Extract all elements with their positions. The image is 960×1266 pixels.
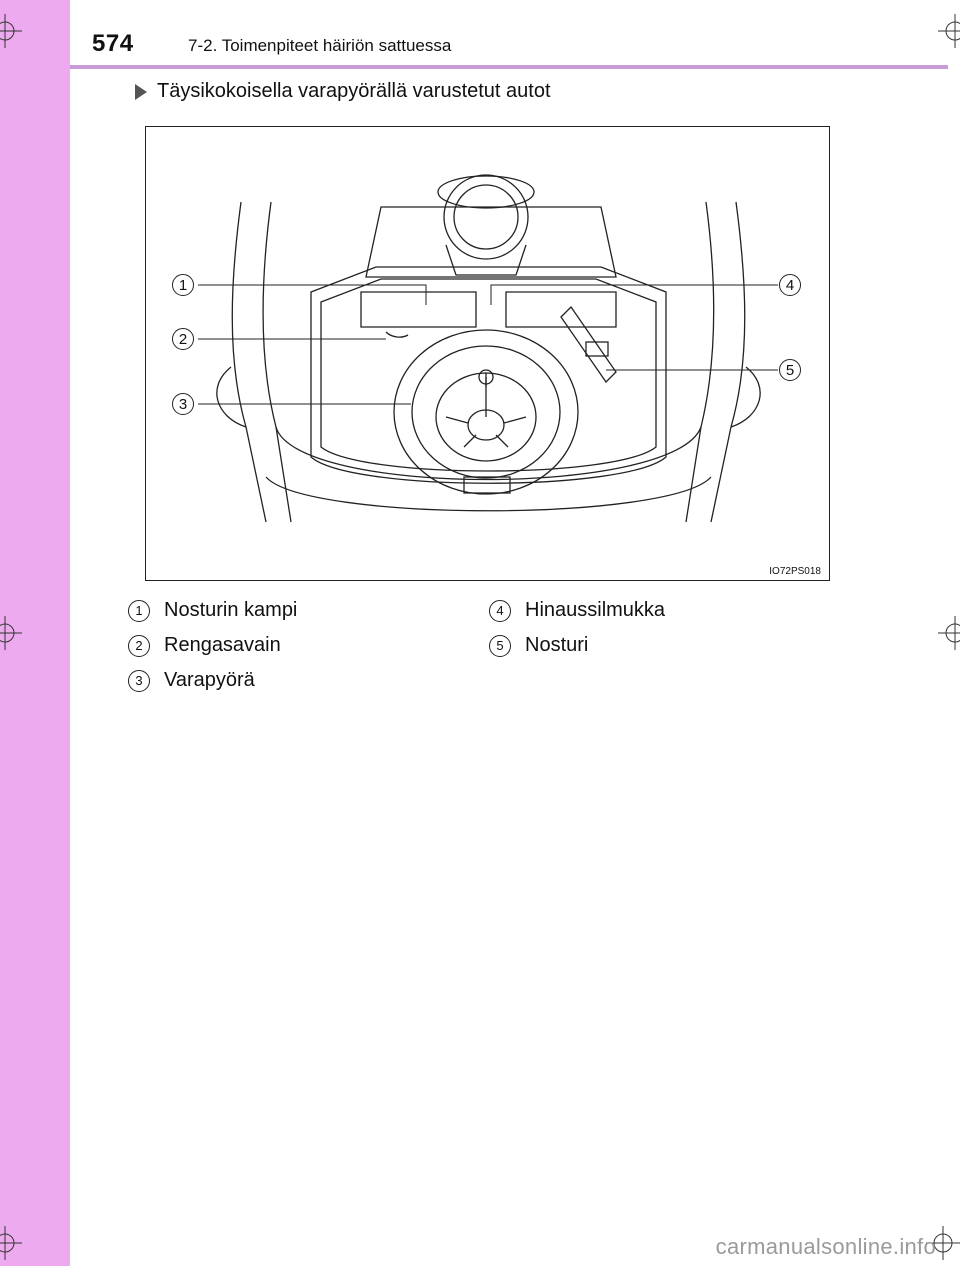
triangle-bullet-icon — [135, 83, 147, 100]
section-title: 7-2. Toimenpiteet häiriön sattuessa — [188, 36, 452, 55]
figure-code: IO72PS018 — [769, 566, 821, 577]
crosshair-icon — [926, 1226, 960, 1260]
legend-number: 3 — [128, 669, 150, 692]
callout-2: 2 — [172, 328, 194, 350]
legend-number: 1 — [128, 599, 150, 622]
callout-5: 5 — [779, 359, 801, 381]
crosshair-icon — [938, 616, 960, 650]
legend-number: 5 — [489, 634, 511, 657]
crosshair-icon — [0, 14, 22, 48]
legend-label: Varapyörä — [164, 669, 255, 691]
callout-4: 4 — [779, 274, 801, 296]
legend-label: Nosturin kampi — [164, 599, 298, 621]
header-rule — [70, 65, 948, 69]
legend-label: Rengasavain — [164, 634, 281, 656]
crosshair-icon — [938, 14, 960, 48]
crosshair-icon — [0, 1226, 22, 1260]
trunk-drawing — [198, 174, 778, 523]
legend-item-5: 5 Nosturi — [489, 634, 588, 657]
callout-3: 3 — [172, 393, 194, 415]
legend-item-1: 1 Nosturin kampi — [128, 599, 297, 622]
legend-item-3: 3 Varapyörä — [128, 669, 255, 692]
legend-number: 4 — [489, 599, 511, 622]
legend-item-2: 2 Rengasavain — [128, 634, 281, 657]
crosshair-icon — [0, 616, 22, 650]
legend-number: 2 — [128, 634, 150, 657]
legend-item-4: 4 Hinaussilmukka — [489, 599, 665, 622]
legend-label: Hinaussilmukka — [525, 599, 666, 621]
page-number: 574 — [92, 30, 134, 57]
subheading: Täysikokoisella varapyörällä varustetut … — [135, 80, 551, 103]
callout-1: 1 — [172, 274, 194, 296]
watermark: carmanualsonline.info — [715, 1234, 936, 1259]
subheading-text: Täysikokoisella varapyörällä varustetut … — [157, 80, 551, 102]
legend-label: Nosturi — [525, 634, 589, 656]
trunk-illustration: 1 2 3 4 5 IO72PS018 — [145, 126, 830, 581]
